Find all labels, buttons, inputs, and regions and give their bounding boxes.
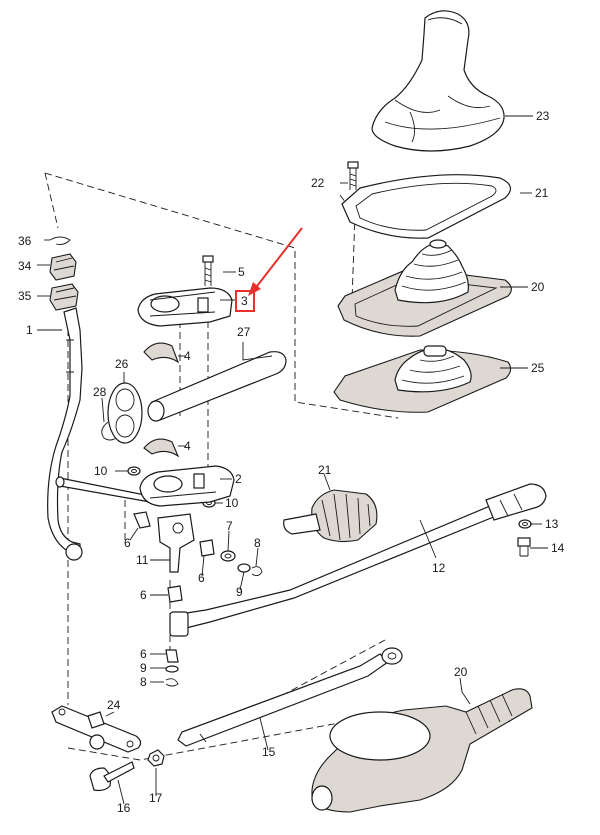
trim-frame: [341, 174, 511, 239]
callout-35: 35: [18, 289, 32, 303]
bushing-6c: [167, 585, 183, 603]
connecting-rod: [177, 647, 403, 747]
washer-9b: [165, 665, 179, 673]
callout-17: 17: [149, 791, 163, 805]
bolt-14: [517, 537, 531, 557]
hex-nut: [147, 749, 165, 767]
callout-24: 24: [107, 698, 121, 712]
callout-6-d: 6: [140, 647, 147, 661]
callout-26: 26: [115, 357, 129, 371]
bushing-6b: [199, 539, 215, 557]
upper-bracket: [137, 287, 233, 327]
circlip: [101, 421, 117, 441]
washer-10a: [127, 466, 141, 476]
callout-21: 21: [535, 186, 549, 200]
callout-36: 36: [18, 234, 32, 248]
callout-14: 14: [551, 541, 565, 555]
callout-13: 13: [545, 517, 559, 531]
bushing-lower: [49, 283, 79, 311]
callout-2: 2: [235, 472, 242, 486]
callout-16: 16: [117, 801, 131, 815]
callout-1: 1: [26, 323, 33, 337]
callout-28: 28: [93, 385, 107, 399]
shift-housing: [311, 688, 533, 813]
callout-10-right: 10: [225, 496, 239, 510]
lower-boot: [333, 345, 512, 413]
shift-knob-boot: [371, 10, 505, 152]
callout-10-left: 10: [94, 464, 108, 478]
callout-9-a: 9: [236, 585, 243, 599]
guide-tube: [147, 351, 287, 422]
clip-8b: [165, 678, 179, 687]
shift-finger: [157, 513, 195, 573]
shift-rod: [169, 483, 547, 637]
washer-9a: [237, 563, 251, 573]
half-shell-top: [143, 342, 180, 364]
callout-7: 7: [226, 519, 233, 533]
highlight-arrow: [248, 227, 303, 296]
half-shell-bottom: [143, 438, 180, 458]
guide-plate: [107, 382, 143, 444]
callout-11: 11: [136, 553, 149, 567]
callout-6-b: 6: [198, 571, 205, 585]
callout-25: 25: [531, 361, 545, 375]
bushing-6d: [165, 649, 179, 663]
bushing-6a: [133, 511, 151, 529]
rubber-sleeve: [283, 489, 378, 543]
callout-18: 20: [454, 665, 468, 679]
callout-19: 21: [318, 463, 332, 477]
rubber-boot: [337, 239, 512, 337]
callout-4-upper: 4: [184, 349, 191, 363]
callout-6-a: 6: [124, 536, 131, 550]
callout-4-lower: 4: [184, 439, 191, 453]
highlight-box: [235, 290, 255, 312]
lower-bracket: [139, 465, 235, 507]
washer-13: [518, 519, 532, 529]
callout-9-b: 9: [140, 661, 147, 675]
lever-plate: [51, 705, 142, 753]
shift-lever: [47, 307, 151, 561]
callout-8-a: 8: [254, 536, 261, 550]
callout-15: 15: [262, 745, 276, 759]
clip-8a: [251, 566, 263, 577]
washer-7: [220, 550, 236, 562]
callout-5: 5: [238, 265, 245, 279]
bolt-5: [202, 255, 214, 286]
callout-labels: 36 34 35 1 5 3 27 4 26 28 4 10 2 10 6 7 …: [18, 109, 565, 815]
callout-27: 27: [237, 325, 251, 339]
callout-22: 22: [311, 176, 325, 190]
callout-20: 20: [531, 280, 545, 294]
callout-12: 12: [432, 561, 446, 575]
callout-23: 23: [536, 109, 550, 123]
callout-8-b: 8: [140, 675, 147, 689]
bushing-upper: [49, 253, 77, 281]
eye-bolt: [89, 761, 135, 792]
small-clip: [49, 236, 71, 245]
screw: [347, 161, 359, 190]
callout-3: 3: [241, 294, 248, 308]
leader-lines: [37, 115, 548, 805]
callout-6-c: 6: [140, 588, 147, 602]
callout-34: 34: [18, 259, 32, 273]
